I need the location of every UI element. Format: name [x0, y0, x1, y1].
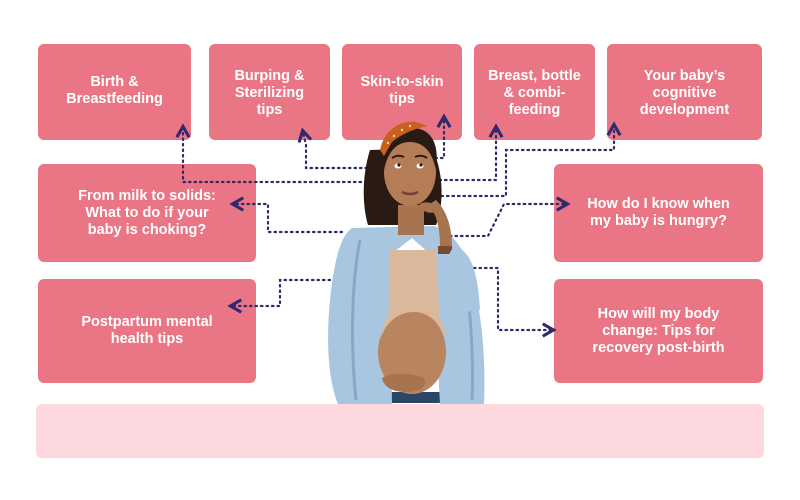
topic-skin-label: Skin-to-skin tips — [360, 74, 444, 107]
connector-hungry — [448, 204, 566, 238]
topic-cognitive-label: Your baby’s cognitive development — [639, 68, 730, 118]
topic-birth-label: Birth & Breastfeeding — [66, 74, 163, 107]
topic-breast-bottle-feeding[interactable]: Breast, bottle & combi- feeding — [474, 44, 595, 140]
connector-solids — [234, 204, 344, 234]
topic-cognitive-development[interactable]: Your baby’s cognitive development — [607, 44, 762, 140]
connector-mental — [232, 278, 332, 306]
topic-breast-label: Breast, bottle & combi- feeding — [488, 68, 581, 118]
topic-milk-to-solids[interactable]: From milk to solids: What to do if your … — [38, 164, 256, 262]
connector-burping — [303, 132, 380, 170]
topic-hungry-label: How do I know when my baby is hungry? — [587, 196, 730, 229]
topic-postpartum-mental-health[interactable]: Postpartum mental health tips — [38, 279, 256, 383]
topic-body-recovery[interactable]: How will my body change: Tips for recove… — [554, 279, 763, 383]
topic-birth-breastfeeding[interactable]: Birth & Breastfeeding — [38, 44, 191, 140]
topic-solids-label: From milk to solids: What to do if your … — [78, 187, 216, 238]
topic-baby-hungry[interactable]: How do I know when my baby is hungry? — [554, 164, 763, 262]
topic-body-label: How will my body change: Tips for recove… — [592, 305, 725, 356]
connector-breast — [432, 128, 496, 182]
topic-mental-label: Postpartum mental health tips — [81, 314, 213, 347]
bottom-banner — [36, 404, 764, 458]
topic-burping-label: Burping & Sterilizing tips — [234, 68, 305, 118]
topic-burping-sterilizing[interactable]: Burping & Sterilizing tips — [209, 44, 330, 140]
connector-birth — [183, 128, 374, 184]
connector-body — [472, 266, 552, 330]
connector-cognitive — [434, 126, 614, 198]
